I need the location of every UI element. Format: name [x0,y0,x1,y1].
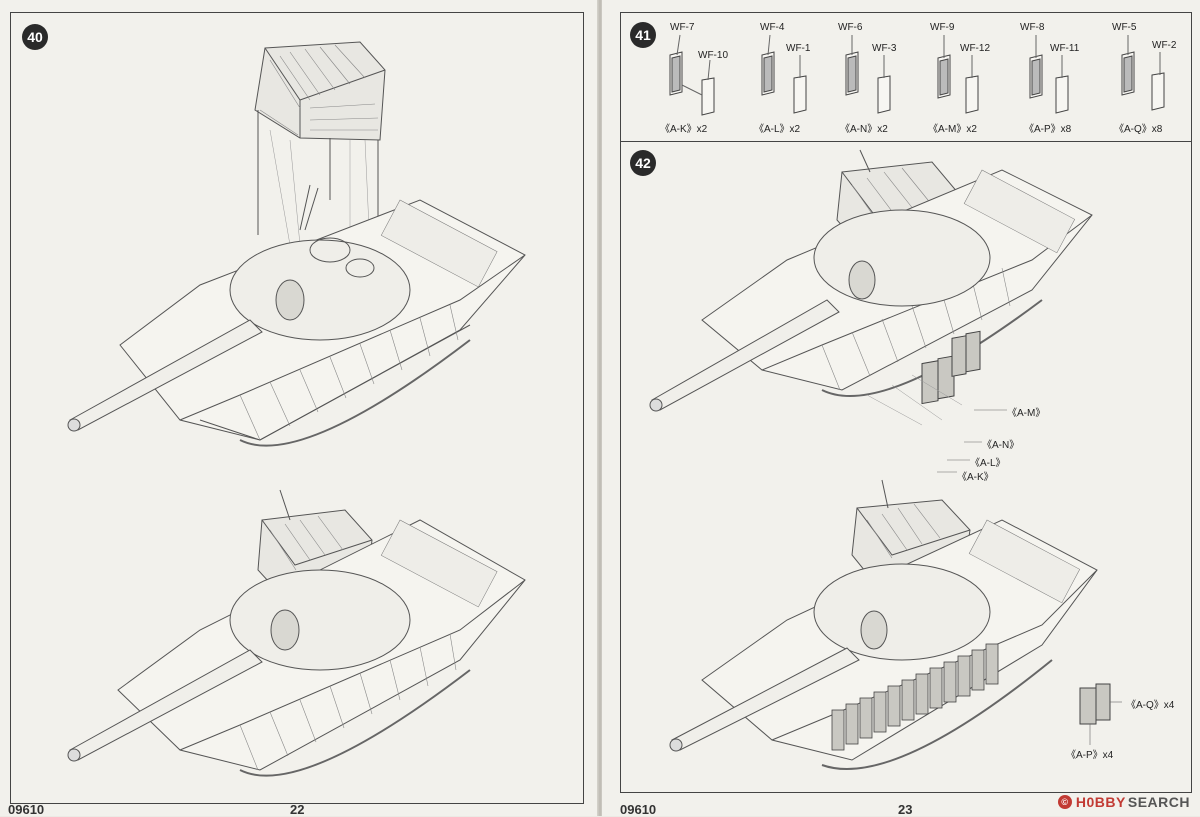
part-assembly-label: 《A-M》x2 [928,124,977,135]
step-42-badge: 42 [630,150,656,176]
tank-illustration-42-upper [649,149,1093,473]
skirt-panels-exploded [921,330,981,405]
left-page: 40 [0,0,598,817]
part-code: WF-8 [1020,22,1045,33]
right-page: 41 42 WF-7 WF-10 《A-K》x2 WF-4 WF-1 《A-L》… [602,0,1200,817]
callout-label: 《A-L》 [970,458,1006,469]
part-code: WF-10 [698,50,728,61]
tank-illustration-exploded [67,41,526,447]
part-code: WF-4 [760,22,785,33]
part-code: WF-11 [1050,43,1080,54]
watermark-suffix: SEARCH [1127,794,1190,810]
watermark-logo-icon: © [1057,795,1072,809]
callout-label: 《A-N》 [982,440,1020,451]
part-code: WF-12 [960,43,990,54]
part-assembly-label: 《A-Q》x8 [1114,124,1163,135]
footer-catalog-code-left: 09610 [8,802,45,817]
footer-page-number-left: 22 [290,802,305,817]
part-code: WF-5 [1112,22,1137,33]
step-41-badge: 41 [630,22,656,48]
step-42-frame [620,141,1192,793]
book-gutter [597,0,603,816]
tank-illustration-assembled [67,489,526,777]
callout-label: 《A-K》 [957,472,994,483]
step-40-frame [10,12,584,804]
part-code: WF-9 [930,22,955,33]
step-41-part-drawings [669,34,1165,116]
part-code: WF-2 [1152,40,1177,51]
step-40-badge: 40 [22,24,48,50]
part-code: WF-7 [670,22,695,33]
part-code: WF-3 [872,43,897,54]
footer-page-number-right: 23 [898,802,913,817]
tank-illustration-42-lower [669,479,1122,770]
callout-label: 《A-Q》x4 [1126,700,1175,711]
watermark-brand: H0BBY [1075,794,1126,810]
callout-label: 《A-M》 [1007,408,1046,419]
part-assembly-label: 《A-L》x2 [754,124,801,135]
watermark: © H0BBY SEARCH [1057,794,1190,810]
part-code: WF-6 [838,22,863,33]
callout-label: 《A-P》x4 [1066,750,1114,761]
part-code: WF-1 [786,43,811,54]
part-assembly-label: 《A-N》x2 [840,124,888,135]
part-assembly-label: 《A-P》x8 [1024,124,1072,135]
footer-catalog-code-right: 09610 [620,802,657,817]
part-assembly-label: 《A-K》x2 [660,124,708,135]
